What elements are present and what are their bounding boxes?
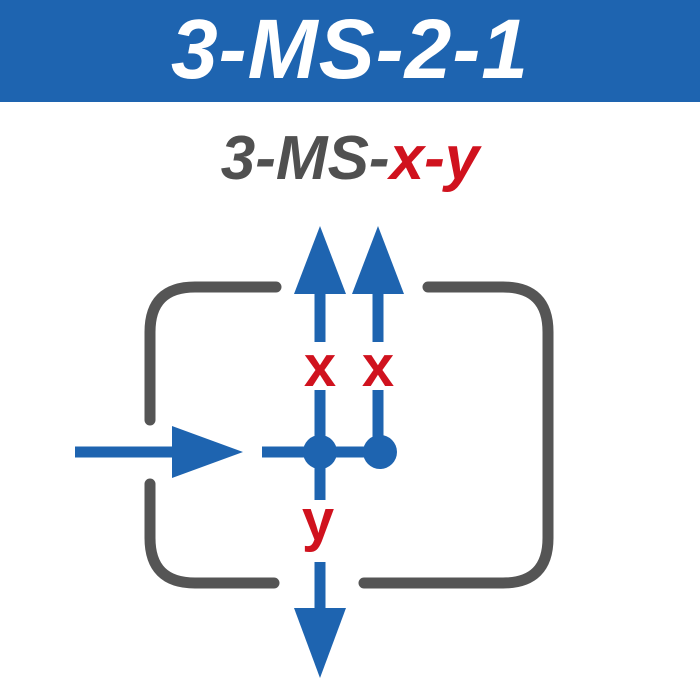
box-outline-right bbox=[358, 281, 554, 589]
title-banner: 3-MS-2-1 bbox=[0, 0, 700, 102]
y-label-bg bbox=[298, 500, 342, 562]
left-junction-dot bbox=[303, 435, 337, 469]
left-output-arrow-head bbox=[294, 226, 346, 294]
left-x-label: x bbox=[304, 334, 336, 399]
box-outline-left bbox=[144, 281, 282, 426]
pattern-prefix: 3-MS- bbox=[220, 124, 390, 193]
bottom-output-arrow-head bbox=[294, 608, 346, 678]
left-x-label-bg bbox=[298, 342, 342, 390]
right-output-arrow-head bbox=[352, 226, 404, 294]
box-outline-lower-left bbox=[144, 478, 280, 589]
right-x-label: x bbox=[362, 334, 394, 399]
pattern-label: 3-MS-x-y bbox=[0, 128, 700, 190]
banner-title: 3-MS-2-1 bbox=[170, 2, 530, 96]
input-arrow-head bbox=[172, 426, 243, 478]
pattern-separator: - bbox=[424, 124, 445, 193]
right-junction-dot bbox=[363, 435, 397, 469]
right-x-label-bg bbox=[356, 342, 400, 390]
y-label: y bbox=[302, 488, 334, 553]
pattern-y: y bbox=[444, 124, 480, 193]
pattern-x: x bbox=[389, 124, 425, 193]
